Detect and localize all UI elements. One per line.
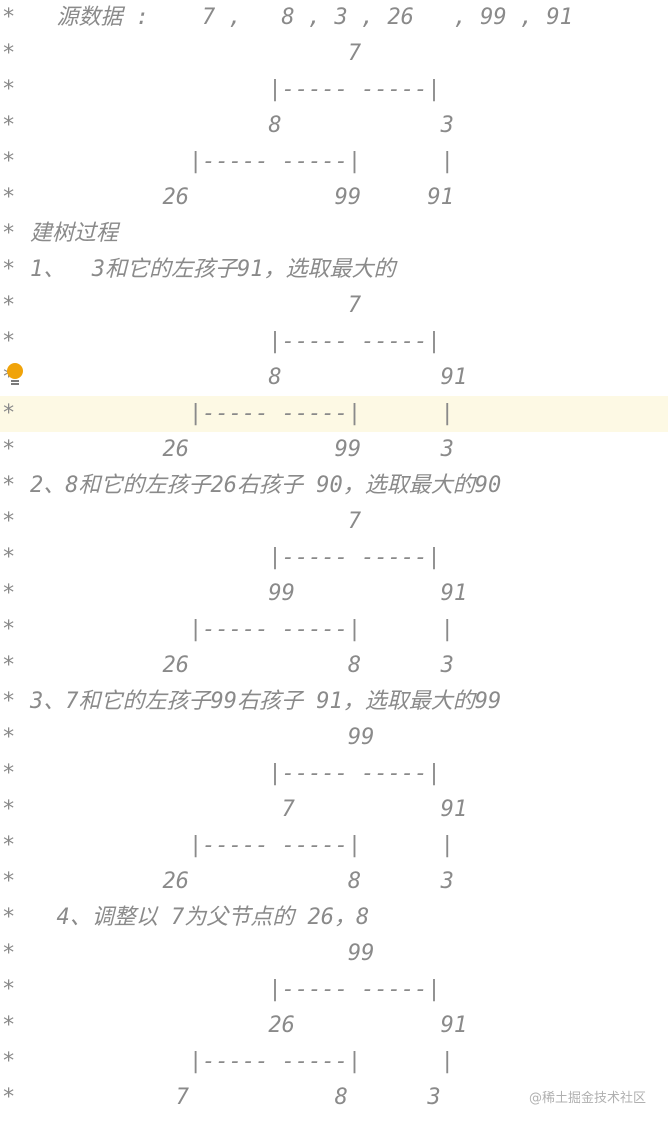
comment-star: * (2, 185, 16, 210)
code-line-text: 1、 3和它的左孩子91，选取最大的 (30, 257, 396, 282)
code-line[interactable]: * 26 99 91 (0, 180, 668, 216)
code-line-text: |----- -----| (30, 761, 441, 786)
code-line[interactable]: * 7 (0, 288, 668, 324)
comment-star: * (2, 617, 16, 642)
comment-star: * (2, 329, 16, 354)
code-line-text: 26 8 3 (30, 653, 454, 678)
comment-star: * (2, 41, 16, 66)
lightbulb-icon[interactable] (6, 362, 24, 388)
code-line-text: 7 (30, 509, 362, 534)
code-line[interactable]: * |----- -----| | (0, 828, 668, 864)
code-line-text: 99 (30, 941, 375, 966)
code-line[interactable]: * 8 91 (0, 360, 668, 396)
code-line-text: |----- -----| (30, 977, 441, 1002)
code-line-text: 7 (30, 293, 362, 318)
code-line-text: 7 91 (30, 797, 468, 822)
code-line[interactable]: * |----- -----| | (0, 612, 668, 648)
code-line[interactable]: * |----- -----| | (0, 396, 668, 432)
comment-star: * (2, 401, 16, 426)
code-line[interactable]: * 2、8和它的左孩子26右孩子 90，选取最大的90 (0, 468, 668, 504)
comment-star: * (2, 1049, 16, 1074)
code-line-text: |----- -----| | (30, 149, 454, 174)
code-line[interactable]: * 3、7和它的左孩子99右孩子 91，选取最大的99 (0, 684, 668, 720)
code-line[interactable]: * 26 99 3 (0, 432, 668, 468)
code-line[interactable]: * 7 (0, 504, 668, 540)
code-line[interactable]: * 99 (0, 936, 668, 972)
code-line[interactable]: * 1、 3和它的左孩子91，选取最大的 (0, 252, 668, 288)
comment-star: * (2, 725, 16, 750)
comment-star: * (2, 977, 16, 1002)
code-line-text: 4、调整以 7为父节点的 26，8 (30, 905, 370, 930)
code-line[interactable]: * 建树过程 (0, 216, 668, 252)
code-line-text: |----- -----| | (30, 617, 454, 642)
code-line-text: 26 8 3 (30, 869, 454, 894)
code-line-text: 8 91 (30, 365, 468, 390)
code-line-text: 源数据 : 7 , 8 , 3 , 26 , 99 , 91 (30, 5, 573, 30)
comment-star: * (2, 941, 16, 966)
code-line[interactable]: * 8 3 (0, 108, 668, 144)
code-line[interactable]: * |----- -----| (0, 756, 668, 792)
code-line[interactable]: * |----- -----| (0, 324, 668, 360)
code-line-text: |----- -----| | (30, 833, 454, 858)
code-line-text: 26 99 91 (30, 185, 454, 210)
watermark: @稀土掘金技术社区 (528, 1091, 646, 1106)
code-line[interactable]: * 26 91 (0, 1008, 668, 1044)
comment-star: * (2, 1013, 16, 1038)
code-line-text: 99 91 (30, 581, 468, 606)
comment-star: * (2, 905, 16, 930)
comment-star: * (2, 473, 16, 498)
code-line[interactable]: * 26 8 3 (0, 864, 668, 900)
code-line-text: 7 8 3 (30, 1085, 441, 1110)
code-line-text: |----- -----| | (30, 1049, 454, 1074)
comment-star: * (2, 581, 16, 606)
comment-star: * (2, 761, 16, 786)
code-line[interactable]: * 7 91 (0, 792, 668, 828)
code-line[interactable]: * 26 8 3 (0, 648, 668, 684)
comment-star: * (2, 797, 16, 822)
code-line[interactable]: * |----- -----| (0, 972, 668, 1008)
code-line[interactable]: * |----- -----| | (0, 1044, 668, 1080)
comment-star: * (2, 113, 16, 138)
code-line-text: |----- -----| (30, 77, 441, 102)
comment-star: * (2, 689, 16, 714)
code-line-text: 2、8和它的左孩子26右孩子 90，选取最大的90 (30, 473, 502, 498)
code-line[interactable]: * |----- -----| | (0, 144, 668, 180)
comment-star: * (2, 437, 16, 462)
comment-star: * (2, 869, 16, 894)
code-line-text: |----- -----| | (30, 401, 454, 426)
comment-star: * (2, 833, 16, 858)
comment-star: * (2, 293, 16, 318)
code-line-text: 26 91 (30, 1013, 468, 1038)
code-line-text: 99 (30, 725, 375, 750)
comment-star: * (2, 221, 16, 246)
code-line-text: 26 99 3 (30, 437, 454, 462)
code-line-text: 3、7和它的左孩子99右孩子 91，选取最大的99 (30, 689, 502, 714)
code-line-text: 8 3 (30, 113, 454, 138)
code-line[interactable]: * 源数据 : 7 , 8 , 3 , 26 , 99 , 91 (0, 0, 668, 36)
code-line[interactable]: * |----- -----| (0, 72, 668, 108)
code-line[interactable]: * 7 8 3 (0, 1080, 668, 1116)
comment-star: * (2, 653, 16, 678)
comment-star: * (2, 149, 16, 174)
code-line-text: 建树过程 (30, 221, 119, 246)
comment-star: * (2, 545, 16, 570)
comment-star: * (2, 257, 16, 282)
code-line-text: |----- -----| (30, 545, 441, 570)
comment-star: * (2, 5, 16, 30)
code-line[interactable]: * 4、调整以 7为父节点的 26，8 (0, 900, 668, 936)
comment-star: * (2, 509, 16, 534)
code-line[interactable]: * 99 (0, 720, 668, 756)
comment-star: * (2, 77, 16, 102)
comment-star: * (2, 1085, 16, 1110)
code-line-text: 7 (30, 41, 362, 66)
code-line[interactable]: * 7 (0, 36, 668, 72)
code-line[interactable]: * |----- -----| (0, 540, 668, 576)
code-line-text: |----- -----| (30, 329, 441, 354)
code-line[interactable]: * 99 91 (0, 576, 668, 612)
